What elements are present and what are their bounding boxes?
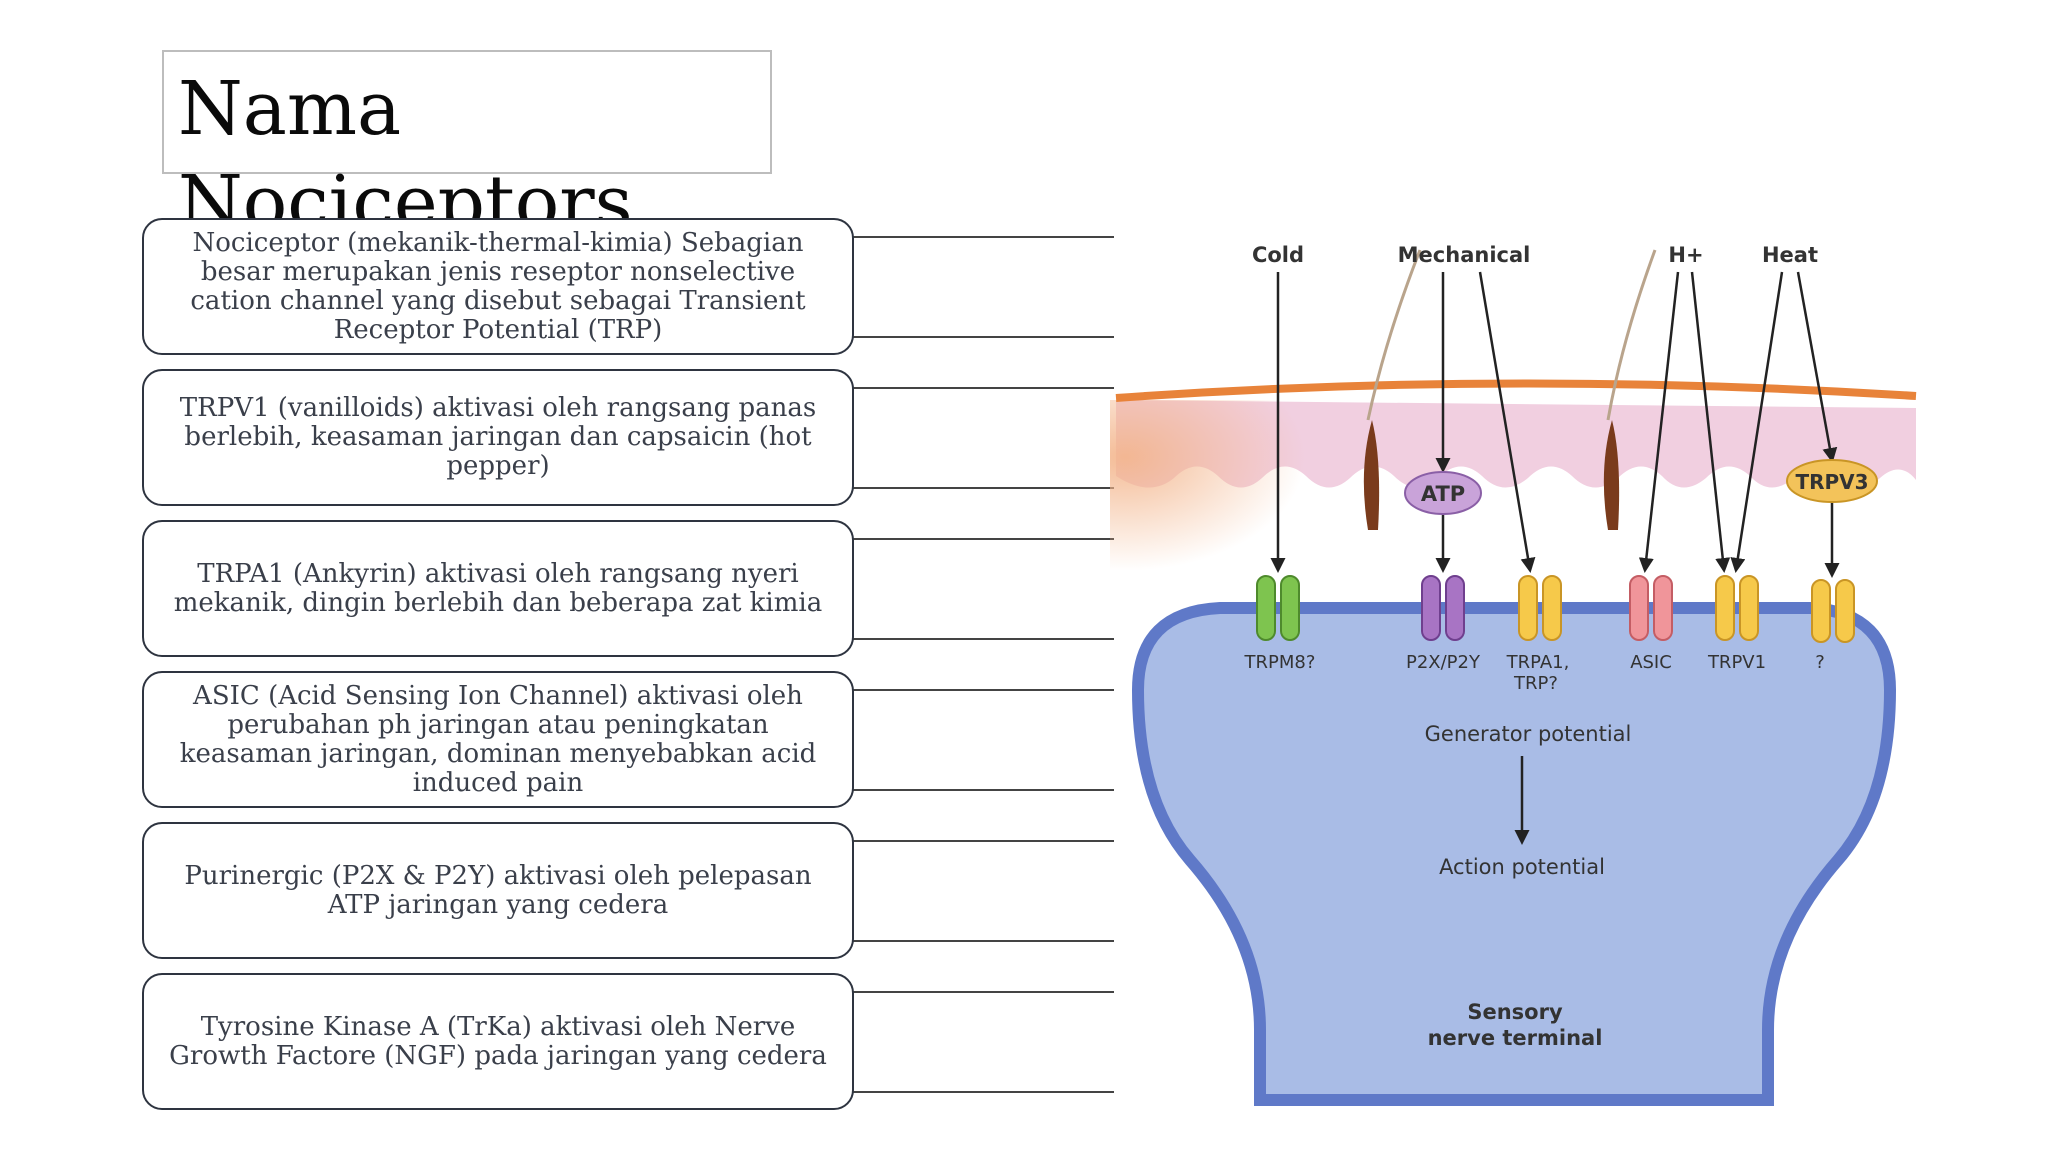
nerve-terminal-membrane <box>1131 602 1897 1106</box>
connector-line <box>852 236 1114 338</box>
action-potential-label: Action potential <box>1439 855 1605 879</box>
hair-shaft <box>1366 249 1422 421</box>
channel-unknown <box>1811 579 1855 643</box>
atp-label: ATP <box>1421 482 1465 506</box>
connector-line <box>852 840 1114 942</box>
receptor-card-text: ASIC (Acid Sensing Ion Channel) aktivasi… <box>179 680 817 798</box>
channel-label-trpa1: TRPA1, <box>1506 652 1570 673</box>
channel-trpa1 <box>1518 575 1562 641</box>
receptor-card-trka: Tyrosine Kinase A (TrKa) aktivasi oleh N… <box>142 973 854 1110</box>
generator-potential-label: Generator potential <box>1425 722 1632 746</box>
connector-line <box>852 991 1114 1093</box>
connector-line <box>852 387 1114 489</box>
receptor-card-text: Tyrosine Kinase A (TrKa) aktivasi oleh N… <box>169 1011 827 1071</box>
hair-follicle <box>1363 420 1380 530</box>
arrow-heat-trpv3 <box>1796 271 1838 463</box>
channel-trpm8 <box>1256 575 1300 641</box>
channel-asic <box>1629 575 1673 641</box>
terminal-label-line1: Sensory <box>1467 1000 1563 1024</box>
stimulus-label-mechanical: Mechanical <box>1398 243 1531 267</box>
channel-trpv1 <box>1715 575 1759 641</box>
nociceptor-diagram: Cold Mechanical H+ Heat ATP TRPV3 TRPM8? <box>1110 243 1917 1106</box>
channel-label-p2x: P2X/P2Y <box>1406 652 1481 673</box>
channel-label-unknown: ? <box>1815 652 1825 673</box>
stimulus-label-heat: Heat <box>1762 243 1818 267</box>
receptor-card-asic: ASIC (Acid Sensing Ion Channel) aktivasi… <box>142 671 854 808</box>
receptor-card-text: Nociceptor (mekanik-thermal-kimia) Sebag… <box>190 227 806 345</box>
channel-label-trpm8: TRPM8? <box>1244 652 1316 673</box>
arrow-heat-trpv1 <box>1730 271 1784 573</box>
connector-line <box>852 689 1114 791</box>
arrow-h-trpv1 <box>1690 271 1731 573</box>
receptor-card-trpa1: TRPA1 (Ankyrin) aktivasi oleh rangsang n… <box>142 520 854 657</box>
stimulus-label-cold: Cold <box>1252 243 1304 267</box>
epidermis-line <box>1115 379 1917 402</box>
connector-line <box>852 538 1114 640</box>
hair-shaft <box>1606 249 1657 421</box>
arrow-mechanical-trpa1 <box>1478 271 1536 573</box>
trpv3-oval <box>1786 459 1878 503</box>
channel-p2x <box>1421 575 1465 641</box>
receptor-card-purinergic: Purinergic (P2X & P2Y) aktivasi oleh pel… <box>142 822 854 959</box>
receptor-card-trp: Nociceptor (mekanik-thermal-kimia) Sebag… <box>142 218 854 355</box>
receptor-card-text: TRPA1 (Ankyrin) aktivasi oleh rangsang n… <box>173 558 823 618</box>
receptor-card-text: Purinergic (P2X & P2Y) aktivasi oleh pel… <box>184 860 812 920</box>
stimulus-label-h-plus: H+ <box>1668 243 1703 267</box>
channel-label-asic: ASIC <box>1630 652 1672 673</box>
receptor-card-trpv1: TRPV1 (vanilloids) aktivasi oleh rangsan… <box>142 369 854 506</box>
trpv3-label: TRPV3 <box>1795 470 1868 494</box>
dermis-glow <box>1110 400 1410 590</box>
atp-oval <box>1404 471 1482 515</box>
hair-follicle <box>1603 420 1620 530</box>
channel-label-trpa1-line2: TRP? <box>1513 673 1558 694</box>
arrow-h-asic <box>1638 271 1680 573</box>
channel-label-trpv1: TRPV1 <box>1707 652 1766 673</box>
receptor-card-text: TRPV1 (vanilloids) aktivasi oleh rangsan… <box>179 393 817 481</box>
terminal-label-line2: nerve terminal <box>1428 1026 1603 1050</box>
title-placeholder-box <box>162 50 772 174</box>
